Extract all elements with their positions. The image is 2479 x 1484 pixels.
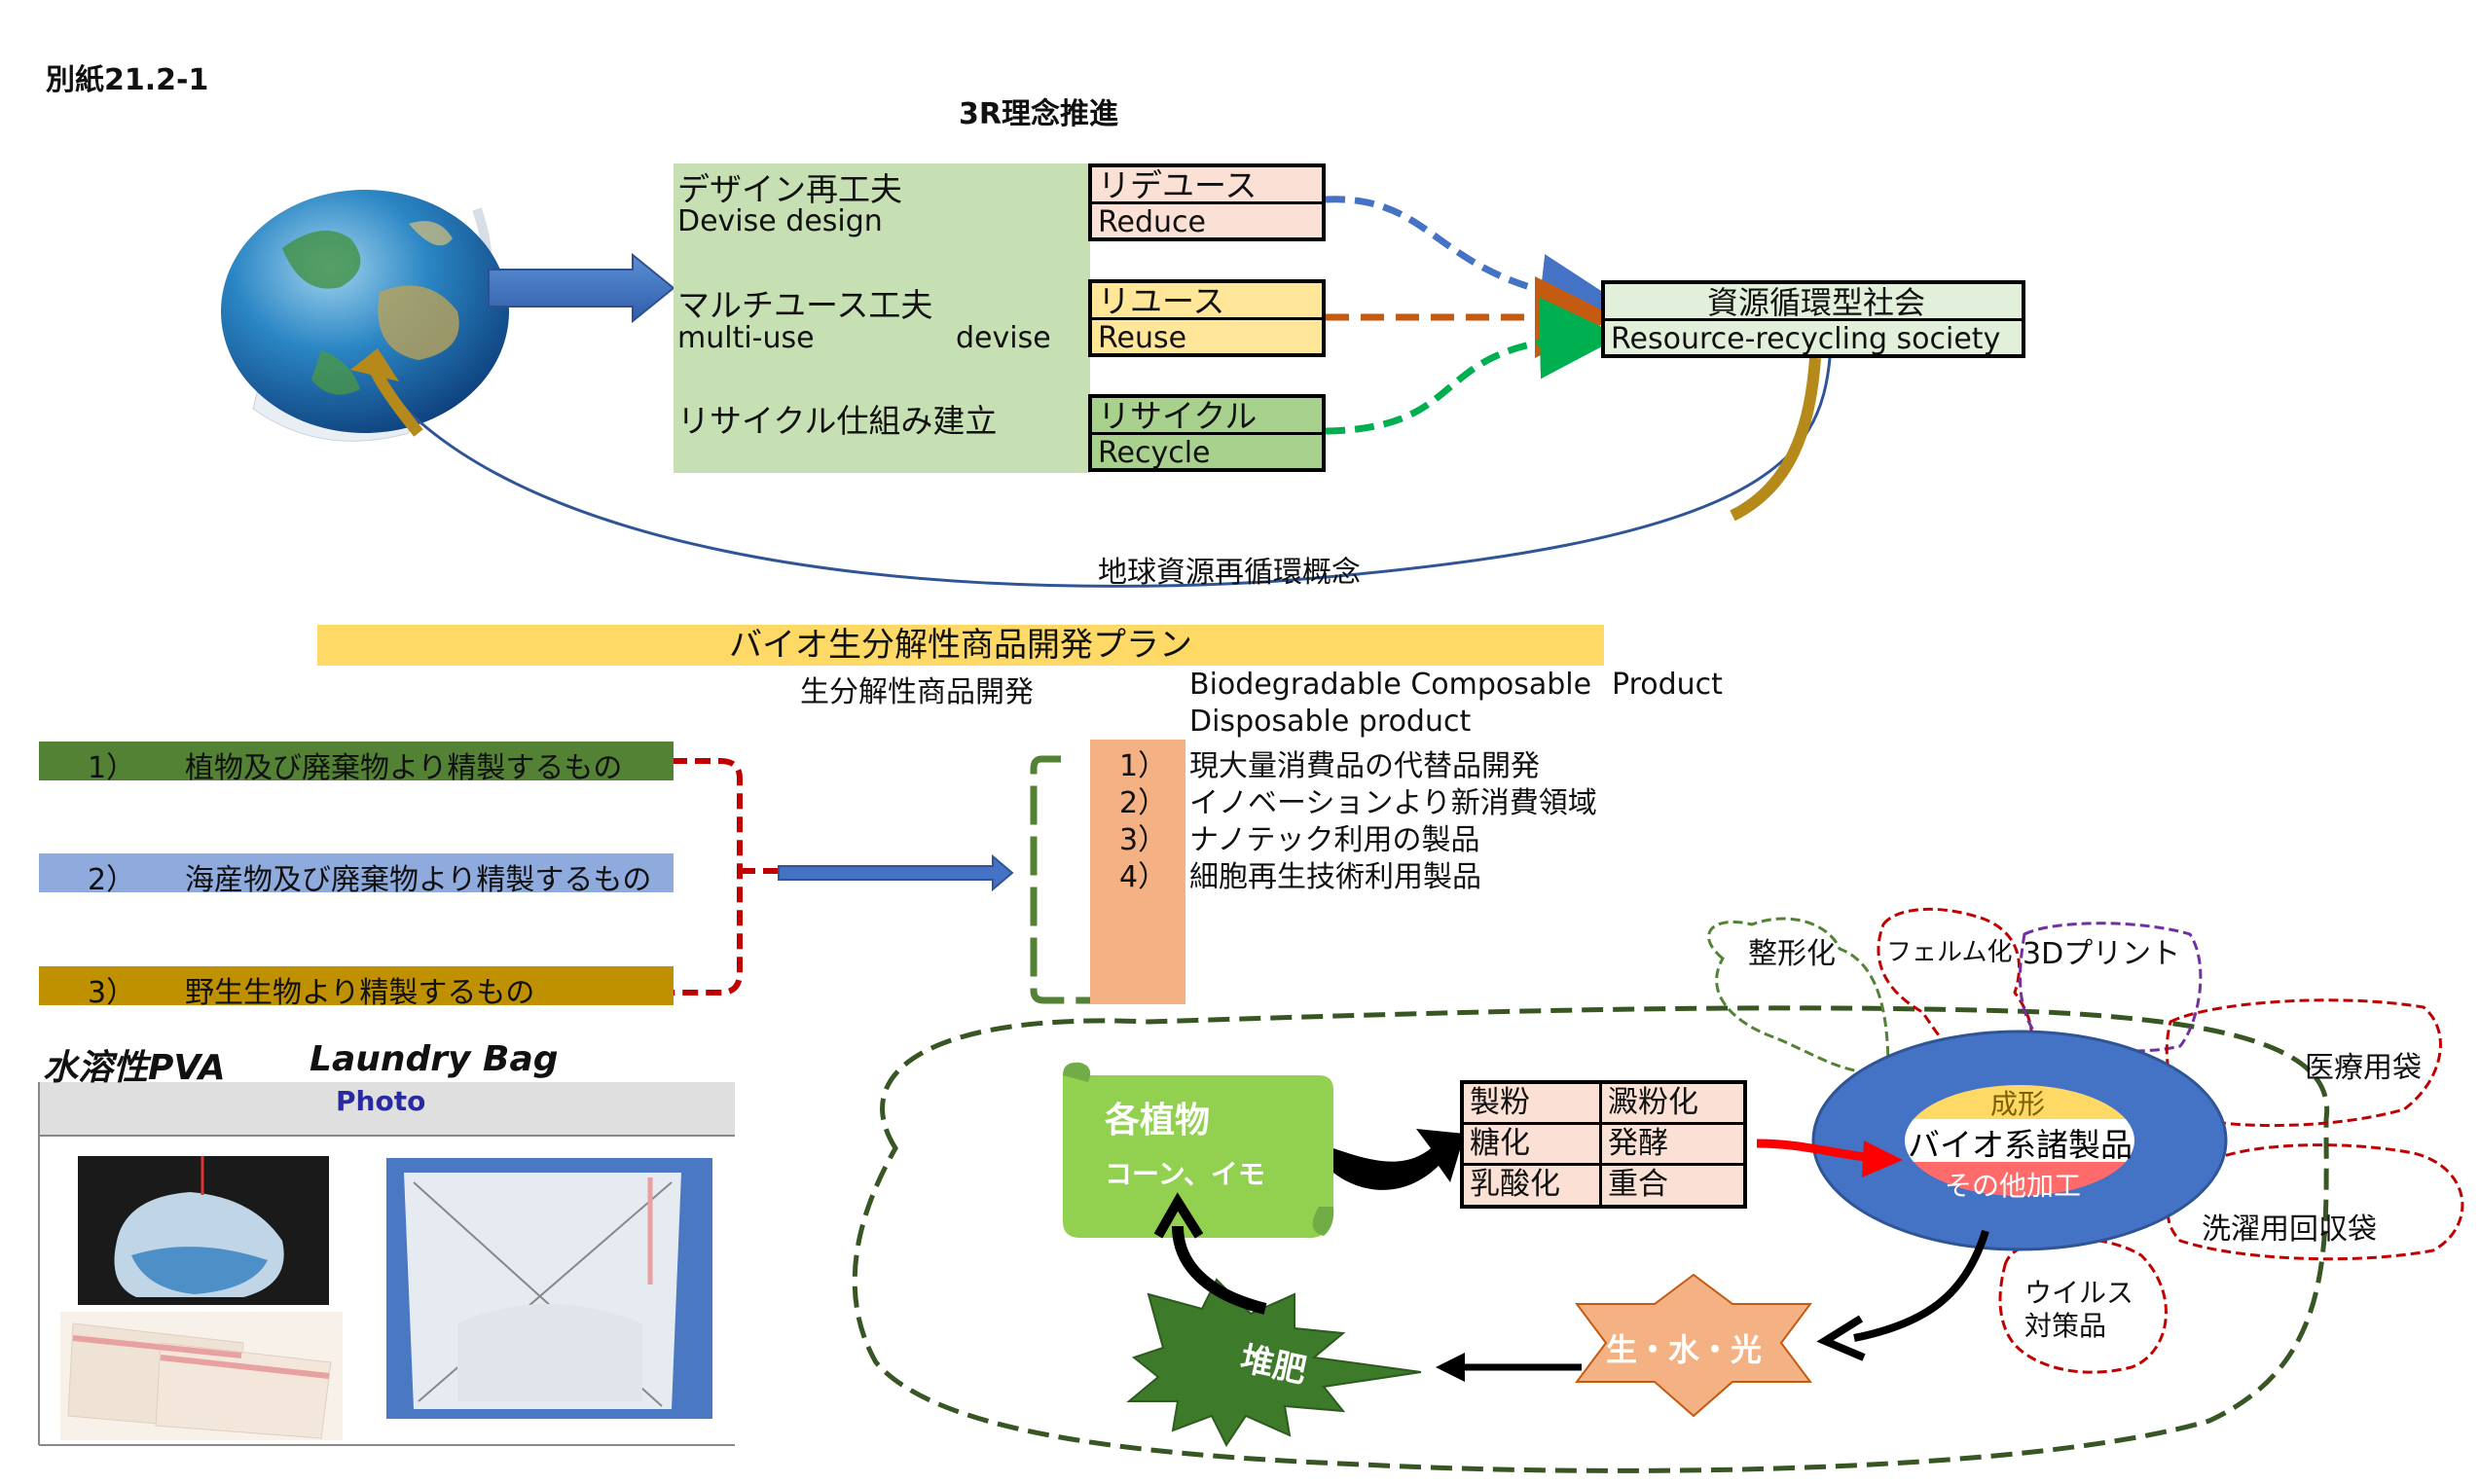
products-column — [1090, 740, 1185, 1004]
globe-icon — [221, 190, 509, 442]
plan-banner: バイオ生分解性商品開発プラン — [317, 625, 1604, 666]
product-bracket — [1030, 755, 1090, 1004]
products-to-life-arrow — [1853, 1229, 1989, 1342]
design-line1: デザイン再工夫 — [677, 170, 902, 208]
source-bar-2: 2） 海産物及び廃棄物より精製するもの — [39, 853, 674, 897]
source-text-3: 野生生物より精製するもの — [185, 976, 535, 1010]
plan-sub-en1: Biodegradable Composable — [1189, 668, 1592, 702]
document-id: 別紙21.2-1 — [46, 63, 209, 97]
process-cell: 糖化 — [1464, 1125, 1602, 1166]
reduce-box: リデユース Reduce — [1088, 163, 1326, 241]
use-cloud-virus — [1998, 1236, 2168, 1374]
photo-header: Photo — [336, 1085, 426, 1117]
product-text-3: ナノテック利用の製品 — [1189, 823, 1480, 857]
compost-to-plants-arrow — [1172, 1225, 1267, 1315]
product-num-2: 2） — [1119, 786, 1168, 820]
reduce-connector — [1325, 196, 1622, 336]
source-num-1: 1） — [88, 751, 136, 785]
plants-to-process-arrow — [1333, 1129, 1465, 1190]
plan-sub-en2: Product — [1612, 668, 1723, 702]
use-label-felm: フェルム化 — [1886, 938, 2013, 967]
section1-title: 3R理念推進 — [959, 97, 1118, 131]
design-line2: Devise design — [677, 204, 883, 238]
source-text-2: 海産物及び廃棄物より精製するもの — [185, 863, 652, 897]
plants-sub: コーン、イモ — [1105, 1158, 1265, 1190]
process-cell: 乳酸化 — [1464, 1166, 1602, 1205]
source-bar-3: 3） 野生生物より精製するもの — [39, 966, 674, 1010]
use-label-3dprint: 3Dプリント — [2023, 937, 2181, 971]
reduce-jp: リデユース — [1092, 167, 1322, 204]
product-text-1: 現大量消費品の代替品開発 — [1189, 749, 1540, 783]
society-box: 資源循環型社会 Resource-recycling society — [1601, 280, 2025, 358]
laundry-bag-photo-3 — [386, 1158, 712, 1419]
process-to-products-arrow — [1756, 1139, 1875, 1163]
product-num-4: 4） — [1119, 860, 1168, 894]
society-jp: 資源循環型社会 — [1605, 284, 2022, 321]
sources-to-products-arrow — [778, 853, 1014, 892]
source-text-1: 植物及び廃棄物より精製するもの — [185, 751, 623, 785]
reuse-jp: リユース — [1092, 283, 1322, 320]
design-line4b: devise — [956, 321, 1051, 355]
product-text-2: イノベーションより新消費領域 — [1189, 786, 1597, 820]
source-num-2: 2） — [88, 863, 136, 897]
loop-label: 地球資源再循環概念 — [1098, 556, 1361, 590]
product-text-4: 細胞再生技術利用製品 — [1189, 860, 1481, 894]
products-ring — [1811, 1030, 2228, 1251]
plants-scroll — [1063, 1062, 1334, 1239]
recycle-jp: リサイクル — [1092, 398, 1322, 435]
pva-title: 水溶性PVA — [43, 1048, 226, 1088]
reuse-box: リユース Reuse — [1088, 279, 1326, 357]
source-bracket — [672, 758, 779, 995]
reduce-en: Reduce — [1098, 205, 1206, 239]
recycle-connector — [1325, 297, 1622, 435]
society-en: Resource-recycling society — [1611, 322, 2001, 356]
use-label-shaping: 整形化 — [1748, 937, 1836, 971]
reuse-en: Reuse — [1098, 321, 1187, 355]
process-grid: 製粉 澱粉化 糖化 発酵 乳酸化 重合 — [1460, 1080, 1747, 1209]
recycle-box: リサイクル Recycle — [1088, 394, 1326, 472]
products-bottom: その他加工 — [1945, 1170, 2082, 1202]
plants-title: 各植物 — [1105, 1101, 1211, 1140]
design-line3: マルチユース工夫 — [677, 286, 933, 324]
globe-to-panel-arrow — [488, 252, 675, 324]
laundry-bag-photo-1 — [78, 1156, 329, 1305]
use-label-medical: 医療用袋 — [2305, 1051, 2422, 1085]
source-bar-1: 1） 植物及び廃棄物より精製するもの — [39, 742, 674, 785]
use-cloud-shaping — [1707, 917, 1890, 1074]
source-num-3: 3） — [88, 976, 136, 1010]
laundry-bag-title: Laundry Bag — [310, 1039, 559, 1079]
use-cloud-3dprint — [2019, 922, 2203, 1053]
process-cell: 発酵 — [1602, 1125, 1743, 1166]
use-label-laundry: 洗濯用回収袋 — [2202, 1213, 2377, 1247]
process-cell: 澱粉化 — [1602, 1084, 1743, 1125]
recycle-en: Recycle — [1098, 436, 1211, 470]
plan-sub-en3: Disposable product — [1189, 705, 1472, 739]
process-cell: 製粉 — [1464, 1084, 1602, 1125]
design-line4a: multi-use — [677, 321, 815, 355]
products-top: 成形 — [1990, 1088, 2046, 1120]
products-middle: バイオ系諸製品 — [1908, 1126, 2133, 1164]
use-label-virus: ウイルス対策品 — [2024, 1277, 2134, 1342]
compost-burst-shape — [1126, 1278, 1422, 1447]
use-cloud-laundry — [2166, 1143, 2464, 1261]
life-star-shape — [1575, 1273, 1812, 1418]
product-num-1: 1） — [1119, 749, 1168, 783]
plan-sub-jp: 生分解性商品開発 — [800, 675, 1034, 709]
process-cell: 重合 — [1608, 1167, 1668, 1202]
design-line5: リサイクル仕組み建立 — [677, 402, 998, 440]
laundry-bag-photo-2 — [60, 1312, 343, 1440]
design-panel — [674, 163, 1090, 473]
use-cloud-medical — [2165, 998, 2442, 1128]
product-num-3: 3） — [1119, 823, 1168, 857]
ecosystem-boundary — [852, 1005, 2330, 1473]
life-label: 生・水・光 — [1606, 1331, 1763, 1368]
